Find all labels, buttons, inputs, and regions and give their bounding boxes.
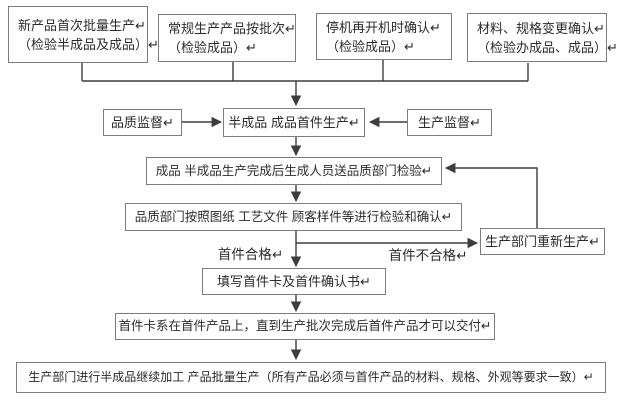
node-batch-production: 生产部门进行半成品继续加工 产品批量生产（所有产品必须与首件产品的材料、规格、外… bbox=[16, 362, 606, 393]
node-text: 首件卡系在首件产品上，直到生产批次完成后首件产品才可以交付↵ bbox=[118, 319, 492, 333]
node-restart-confirmation: 停机再开机时确认↵ （检验成品）↵ bbox=[316, 13, 452, 60]
connector-rework-feedback bbox=[444, 162, 538, 228]
node-text: 品质部门按照图纸 工艺文件 顾客样件等进行检验和确认↵ bbox=[134, 209, 453, 224]
node-text: 填写首件卡及首件确认书↵ bbox=[217, 274, 371, 289]
node-text: 常规生产产品按批次↵ bbox=[168, 21, 296, 36]
node-text: 材料、规格变更确认↵ bbox=[477, 20, 605, 36]
node-text: 半成品 成品首件生产↵ bbox=[228, 115, 360, 130]
node-text: 成品 半成品生产完成后生成人员送品质部门检验↵ bbox=[155, 163, 433, 178]
node-send-to-quality-inspection: 成品 半成品生产完成后生成人员送品质部门检验↵ bbox=[146, 157, 442, 185]
node-text: 生产部门进行半成品继续加工 产品批量生产（所有产品必须与首件产品的材料、规格、外… bbox=[28, 370, 594, 384]
label-first-article-pass: 首件合格↵ bbox=[217, 247, 284, 262]
node-text: 生产监督↵ bbox=[418, 115, 481, 130]
node-card-attached-until-batch-complete: 首件卡系在首件产品上，直到生产批次完成后首件产品才可以交付↵ bbox=[115, 313, 495, 340]
node-first-article-production: 半成品 成品首件生产↵ bbox=[223, 108, 365, 137]
node-text: 生产部门重新生产↵ bbox=[485, 234, 600, 249]
node-regular-production-batch: 常规生产产品按批次↵ （检验成品）↵ bbox=[158, 14, 296, 62]
node-quality-inspect-confirm: 品质部门按照图纸 工艺文件 顾客样件等进行检验和确认↵ bbox=[125, 203, 462, 231]
node-text: 新产品首次批量生产↵ bbox=[18, 17, 146, 33]
node-fill-first-article-card: 填写首件卡及首件确认书↵ bbox=[202, 268, 386, 295]
node-text: （检验办成品、成品）↵ bbox=[477, 39, 617, 55]
node-text: （检验成品）↵ bbox=[326, 38, 415, 54]
node-text: （检验半成品及成品）↵ bbox=[18, 36, 159, 52]
node-rework-production: 生产部门重新生产↵ bbox=[480, 228, 605, 255]
node-production-supervision: 生产监督↵ bbox=[407, 109, 492, 136]
node-text: 品质监督↵ bbox=[111, 115, 174, 130]
node-material-spec-change: 材料、规格变更确认↵ （检验办成品、成品）↵ bbox=[467, 13, 617, 62]
node-quality-supervision: 品质监督↵ bbox=[103, 109, 182, 136]
node-new-product-first-batch: 新产品首次批量生产↵ （检验半成品及成品）↵ bbox=[8, 6, 159, 63]
node-text: （检验成品）↵ bbox=[168, 40, 257, 55]
node-text: 停机再开机时确认↵ bbox=[326, 19, 441, 35]
connector-top-bus bbox=[81, 60, 529, 82]
label-first-article-fail: 首件不合格↵ bbox=[388, 248, 468, 263]
